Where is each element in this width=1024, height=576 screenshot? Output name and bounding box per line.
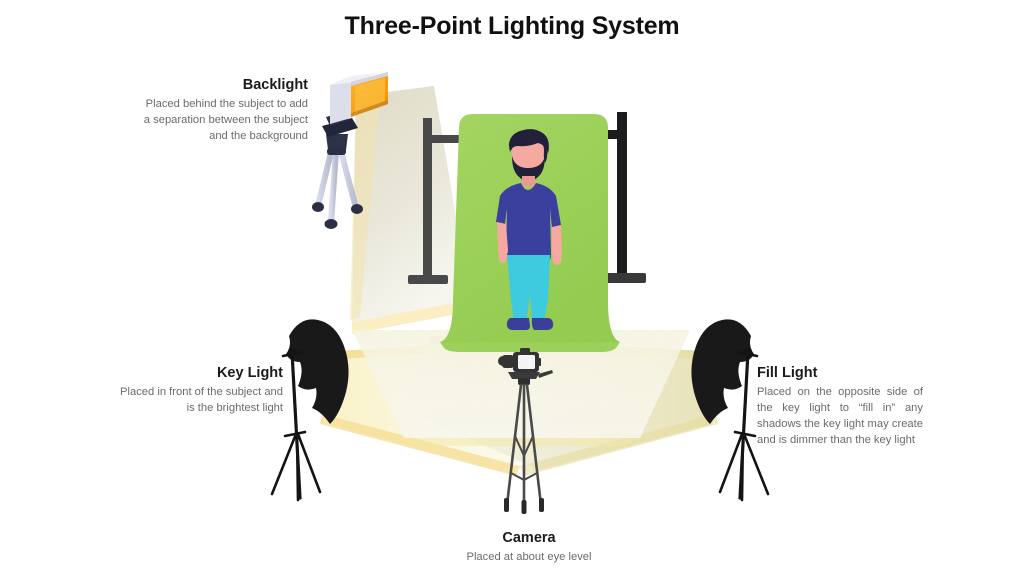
- subject-person: [496, 129, 562, 330]
- page-title: Three-Point Lighting System: [344, 12, 680, 40]
- key-light-unit: [270, 319, 349, 502]
- key-light-title: Key Light: [216, 365, 283, 381]
- backlight-beam: [350, 86, 470, 334]
- label-backlight: Backlight Placed behind the subject to a…: [140, 76, 308, 145]
- camera-description: Placed at about eye level: [466, 551, 592, 564]
- camera-unit: [498, 348, 553, 514]
- camera-title: Camera: [502, 530, 556, 546]
- backlight-tripod: [312, 134, 363, 229]
- label-key-light: Key Light Placed in front of the subject…: [120, 364, 283, 417]
- camera-tripod: [505, 383, 543, 509]
- backlight-title: Backlight: [242, 77, 308, 93]
- fill-light-unit: [691, 319, 770, 502]
- label-fill-light: Fill Light Placed on the opposite side o…: [757, 364, 923, 449]
- fill-light-description: Placed on the opposite side of the key l…: [757, 386, 923, 446]
- fill-light-title: Fill Light: [757, 365, 818, 381]
- key-light-description: Placed in front of the subject and is th…: [120, 386, 283, 415]
- label-camera: Camera Placed at about eye level: [424, 529, 634, 566]
- backlight-fixture: [312, 72, 388, 229]
- fill-light-stand: [718, 350, 770, 502]
- dslr-camera-icon: [498, 348, 541, 372]
- key-light-stand: [270, 350, 322, 502]
- backlight-description: Placed behind the subject to add a separ…: [143, 98, 308, 142]
